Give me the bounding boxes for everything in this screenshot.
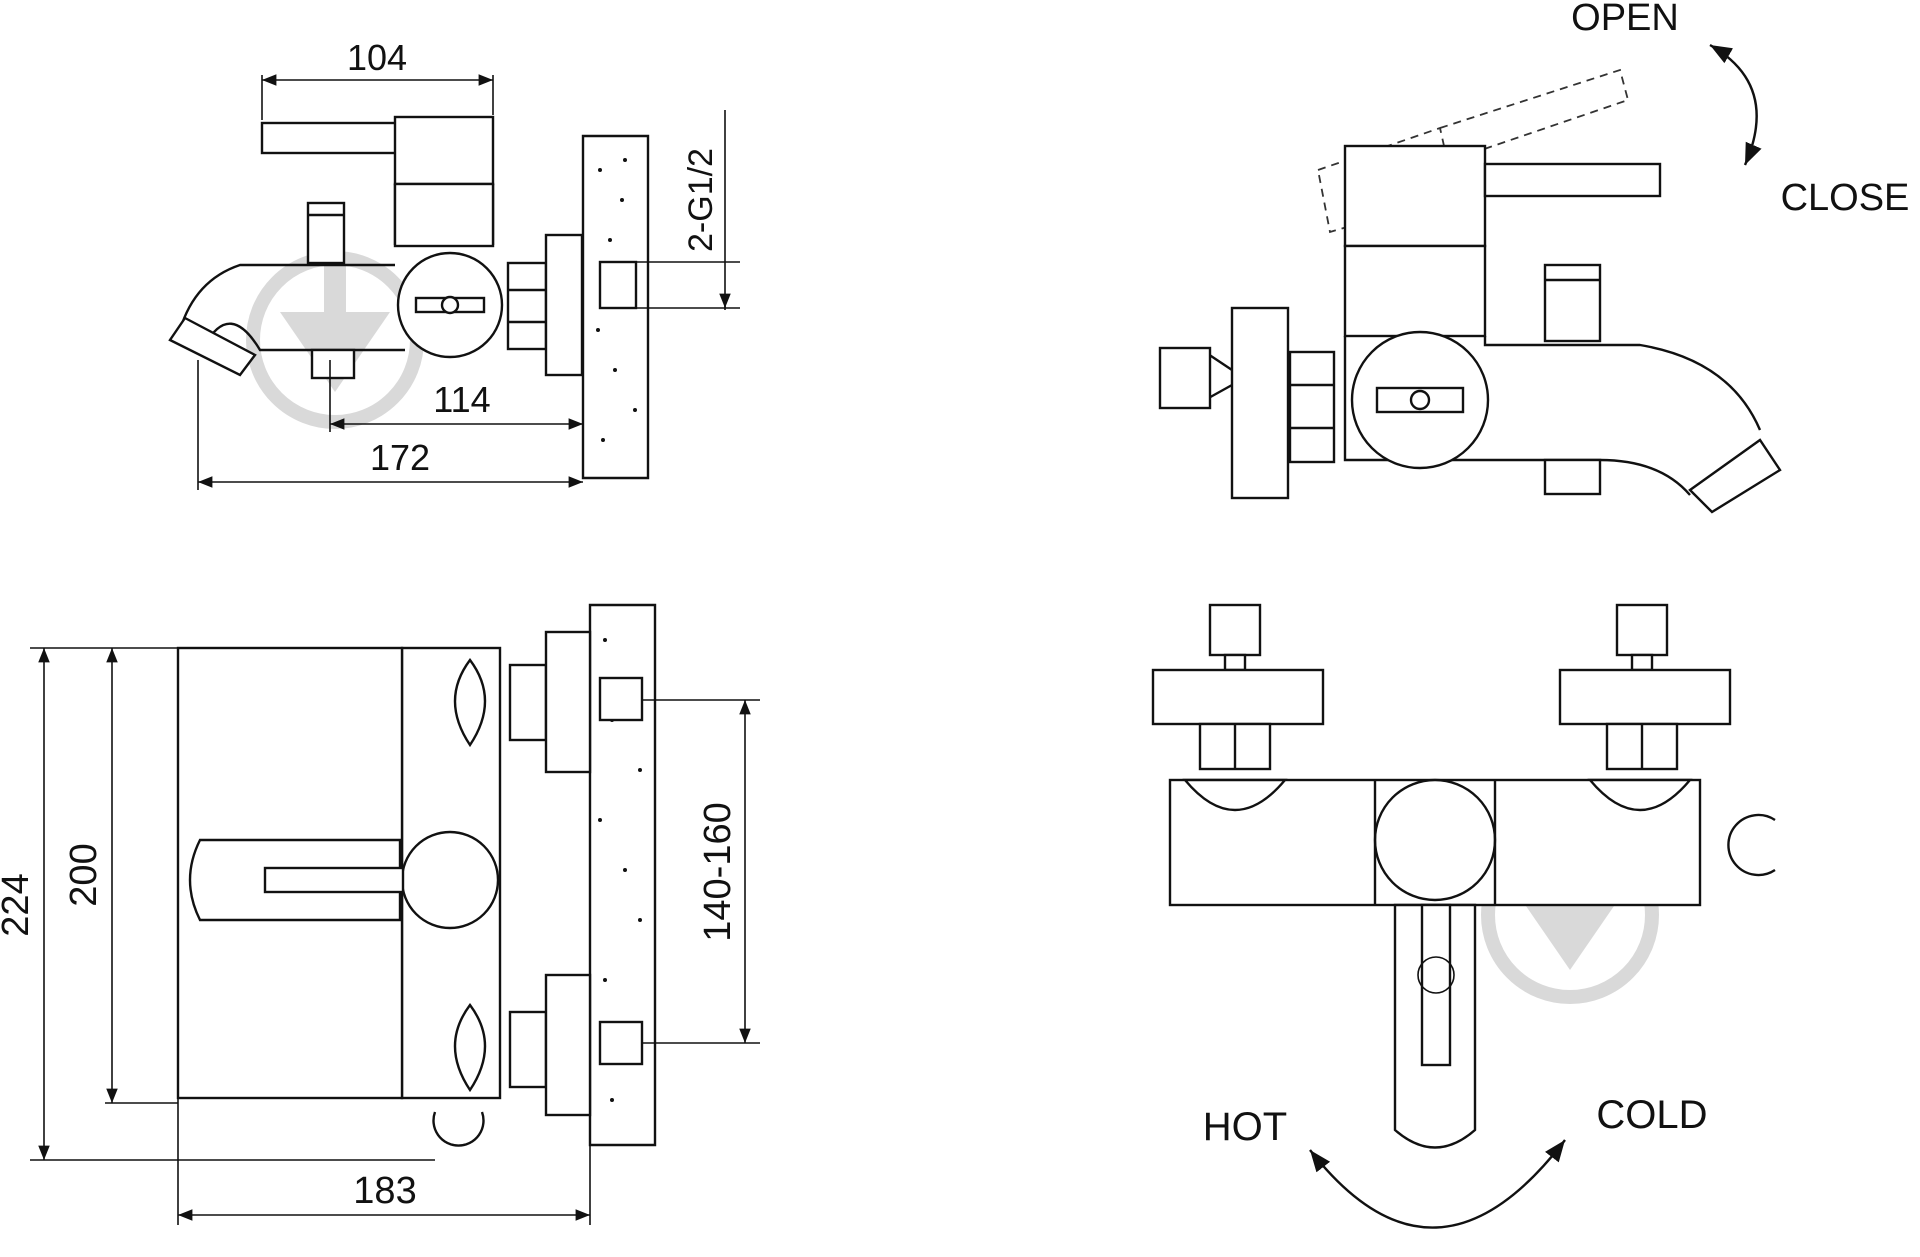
escutcheon [544, 233, 584, 377]
dim-label-thread: 2-G1/2 [682, 148, 720, 252]
dim-label-172: 172 [370, 437, 430, 478]
dim-label-200: 200 [63, 843, 105, 906]
side-view-left: 104 2-G1/2 114 172 [168, 37, 740, 490]
hex-nut-top [508, 663, 548, 742]
inlet-connector [1158, 346, 1212, 410]
lever-cap [393, 115, 495, 186]
side-view-right: OPEN CLOSE [1158, 0, 1910, 514]
union-knob-left [1208, 603, 1262, 657]
escutcheon-right [1558, 668, 1732, 726]
wall-section [588, 603, 657, 1147]
escutcheon [1230, 306, 1290, 500]
dim-label-183: 183 [353, 1170, 416, 1212]
dim-label-140-160: 140-160 [697, 802, 739, 941]
dimension-lines [197, 74, 740, 490]
spout [1483, 336, 1762, 431]
rotation-arrow-icon [1709, 43, 1762, 166]
watermark-logo-icon [246, 251, 424, 429]
lever-handle [260, 121, 402, 155]
crescent-bottom [453, 1002, 487, 1093]
dim-label-104: 104 [347, 37, 407, 78]
hex-nut-bottom [508, 1010, 548, 1089]
label-hot: HOT [1203, 1105, 1287, 1149]
cartridge-cap [400, 830, 500, 930]
lever-cap [1343, 144, 1487, 248]
front-view-right: HOT COLD [1151, 603, 1776, 1229]
top-view-left: 224 200 140-160 183 [0, 603, 760, 1225]
hex-nut [1288, 350, 1336, 464]
crescent-top [453, 657, 487, 748]
lever-front [1420, 903, 1452, 1067]
escutcheon-top [544, 630, 592, 774]
lever-handle [1483, 162, 1662, 198]
cartridge-cap [1373, 778, 1497, 902]
crescent-right [1587, 778, 1693, 812]
label-cold: COLD [1596, 1093, 1707, 1137]
dim-label-114: 114 [433, 379, 490, 420]
spout-outlet [1688, 438, 1782, 514]
hex-nut [506, 261, 548, 351]
diverter-knob [1543, 263, 1602, 343]
dimension-lines [30, 647, 760, 1225]
escutcheon-left [1151, 668, 1325, 726]
inlet-connector [598, 260, 638, 310]
rotation-arrow-icon [1309, 1139, 1566, 1229]
escutcheon-bottom [544, 973, 592, 1117]
spout-outlet [168, 316, 257, 377]
diverter-knob [306, 201, 346, 265]
label-close: CLOSE [1781, 177, 1910, 219]
label-open: OPEN [1571, 0, 1679, 39]
crescent-left [1182, 778, 1288, 812]
hand-shower-hook [432, 1111, 485, 1147]
hand-shower-hook [1727, 813, 1776, 877]
union-knob-right [1615, 603, 1669, 657]
dim-label-224: 224 [0, 873, 37, 936]
